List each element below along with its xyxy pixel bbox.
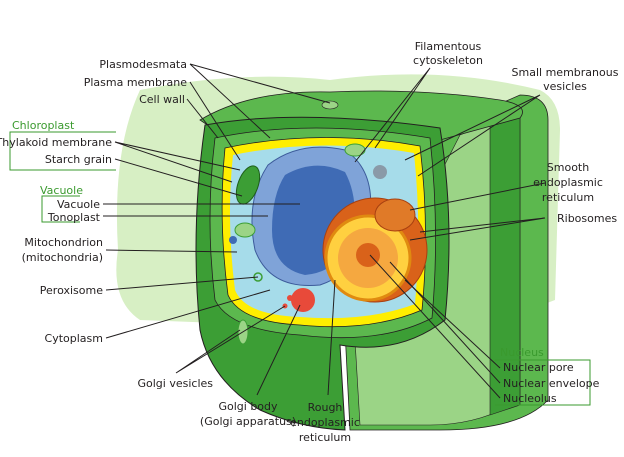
label-nuclear-envelope: Nuclear envelope (503, 377, 600, 390)
heading-vacuole: Vacuole (40, 184, 83, 197)
small-vesicle (229, 236, 237, 244)
label-smooth-er-1: Smooth (547, 161, 589, 174)
heading-chloroplast: Chloroplast (12, 119, 75, 132)
label-peroxisome: Peroxisome (40, 284, 103, 297)
label-small-vesicles-1: Small membranous (512, 66, 619, 79)
label-plasma-membrane: Plasma membrane (84, 76, 188, 89)
label-rough-er-3: reticulum (299, 431, 351, 444)
label-tonoplast: Tonoplast (47, 211, 101, 224)
label-vacuole: Vacuole (57, 198, 100, 211)
golgi-vesicle (287, 295, 293, 301)
label-plasmodesmata: Plasmodesmata (99, 58, 187, 71)
label-golgi-vesicles: Golgi vesicles (137, 377, 213, 390)
heading-nucleus: Nucleus (500, 346, 544, 359)
label-ribosomes: Ribosomes (557, 212, 617, 225)
label-cell-wall: Cell wall (139, 93, 185, 106)
chloroplast-bracket (9, 131, 116, 171)
plasmodesma (321, 100, 339, 110)
nucleus-bracket (495, 359, 591, 406)
label-mitochondrion: Mitochondrion (24, 236, 103, 249)
label-small-vesicles-2: vesicles (543, 80, 587, 93)
label-nuclear-pore: Nuclear pore (503, 361, 574, 374)
label-cytoplasm: Cytoplasm (45, 332, 103, 345)
label-cytoskeleton-2: cytoskeleton (413, 54, 483, 67)
nucleolus (356, 243, 380, 267)
vacuole-bracket (41, 195, 80, 223)
label-cytoskeleton-1: Filamentous (415, 40, 482, 53)
mitochondrion (234, 222, 256, 238)
small-vesicle (339, 176, 347, 184)
label-rough-er-1: Rough (308, 401, 343, 414)
label-nucleolus: Nucleolus (503, 392, 557, 405)
label-starch-grain: Starch grain (45, 153, 112, 166)
chloroplast (344, 143, 366, 157)
label-mitochondria: (mitochondria) (22, 251, 103, 264)
label-thylakoid-membrane: Thylakoid membrane (0, 136, 112, 149)
golgi-body (291, 288, 315, 312)
label-smooth-er-2: endoplasmic (533, 176, 603, 189)
leader-lines (103, 63, 546, 399)
label-golgi-body: Golgi body (218, 400, 278, 413)
label-rough-er-2: endoplasmic (290, 416, 360, 429)
small-vesicle (373, 165, 387, 179)
label-smooth-er-3: reticulum (542, 191, 594, 204)
label-golgi-apparatus: (Golgi apparatus) (200, 415, 296, 428)
smooth-er (374, 198, 416, 232)
